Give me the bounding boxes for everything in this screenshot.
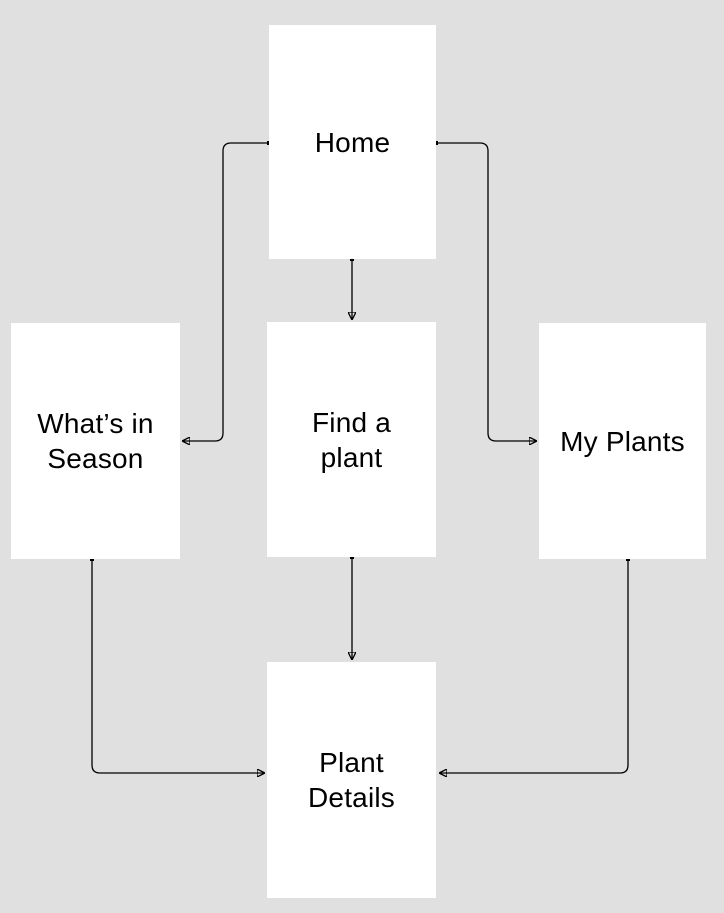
node-home-label: Home [314,126,391,158]
node-find-a-plant[interactable]: Find a plant [267,322,436,557]
node-whats-in-season[interactable]: What’s in Season [11,323,180,559]
node-my-plants[interactable]: My Plants [539,323,706,559]
edge-home-to-my-plants [436,143,536,441]
node-plant-details[interactable]: Plant Details [267,662,436,898]
edge-home-to-whats-in-season [183,143,269,441]
node-whats-in-season-label: What’s in Season [37,408,154,474]
edge-whats-in-season-to-plant-details [92,559,264,773]
node-find-a-plant-label: Find a plant [311,406,392,473]
node-home[interactable]: Home [269,25,436,259]
node-plant-details-label: Plant Details [308,747,395,813]
edge-my-plants-to-plant-details [440,559,628,773]
node-my-plants-label: My Plants [560,425,685,457]
